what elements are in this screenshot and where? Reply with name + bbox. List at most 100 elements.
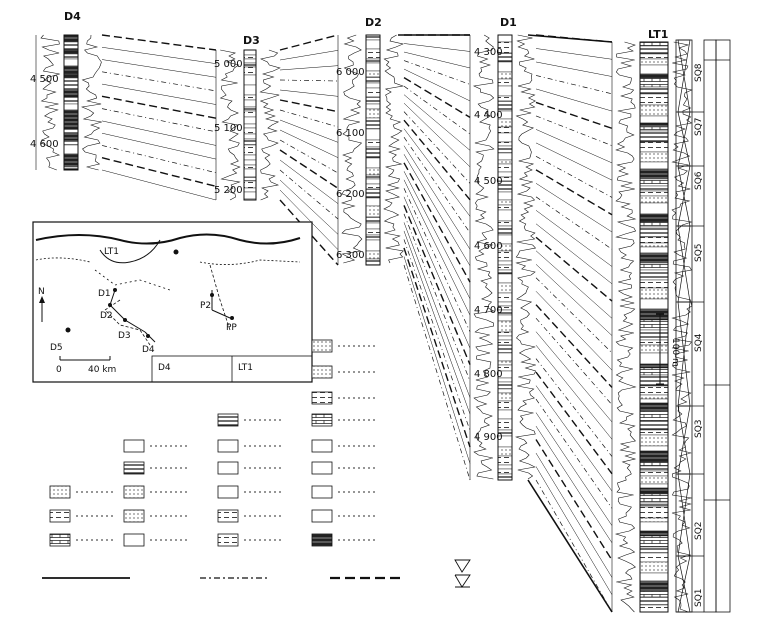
scale-bar-label: 100 m xyxy=(670,338,680,367)
correlation-line xyxy=(535,156,613,198)
correlation-line xyxy=(279,179,339,235)
correlation-line xyxy=(535,398,613,509)
well-column-d4 xyxy=(35,34,102,171)
correlation-line xyxy=(535,385,613,492)
correlation-line xyxy=(279,189,339,250)
map-well-label: PP xyxy=(226,323,237,333)
correlation-line xyxy=(535,466,613,595)
legend-swatch xyxy=(49,485,116,499)
correlation-line xyxy=(535,210,613,267)
map-well-label: D3 xyxy=(118,331,131,341)
correlation-line xyxy=(535,236,613,302)
regressive-triangle xyxy=(677,165,691,197)
log-curve-right xyxy=(259,49,281,201)
correlation-line xyxy=(403,60,471,85)
correlation-line xyxy=(535,129,613,164)
legend-swatch xyxy=(311,413,378,427)
legend-swatch xyxy=(217,509,284,523)
well-label-lt1: LT1 xyxy=(648,28,668,41)
correlation-line xyxy=(535,169,613,216)
line-legend xyxy=(42,559,471,588)
depth-ticks-d1: 4 300 4 400 4 500 4 600 4 700 4 800 4 90… xyxy=(474,47,503,443)
correlation-line xyxy=(403,119,471,201)
sequence-label: SQ4 xyxy=(694,333,704,352)
log-curve-left xyxy=(614,41,637,613)
correlation-line xyxy=(101,59,217,78)
well-column-d1 xyxy=(469,34,537,481)
correlation-line xyxy=(535,88,613,112)
legend-swatch xyxy=(311,509,378,523)
legend-swatch xyxy=(311,533,378,547)
scale-bar-100m: 100 m xyxy=(656,313,680,385)
lithology-legend xyxy=(49,339,378,547)
correlation-line xyxy=(403,256,471,464)
correlation-line xyxy=(535,425,613,544)
transgressive-triangle xyxy=(677,263,691,303)
correlation-line xyxy=(535,344,613,440)
legend-swatch xyxy=(217,533,284,547)
correlation-line xyxy=(101,120,217,146)
well-label-d2: D2 xyxy=(365,16,382,29)
base-boundary-line xyxy=(527,479,613,613)
depth-tick: 4 700 xyxy=(474,305,503,316)
correlation-line xyxy=(535,142,613,181)
correlation-line xyxy=(535,452,613,578)
correlation-line xyxy=(535,412,613,526)
correlation-line xyxy=(535,479,613,613)
depth-tick: 4 500 xyxy=(474,176,503,187)
log-curve-right xyxy=(515,34,537,480)
log-curve-left xyxy=(219,49,241,201)
correlation-line xyxy=(535,223,613,285)
map-well-label: D4 xyxy=(142,345,155,355)
correlation-line xyxy=(535,115,613,146)
legend-swatch xyxy=(49,509,116,523)
correlation-line xyxy=(535,183,613,233)
map-well-label: D5 xyxy=(50,343,63,353)
depth-ticks-d4: 4 500 4 600 xyxy=(30,74,59,150)
correlation-line xyxy=(403,51,471,69)
correlation-line xyxy=(403,213,471,382)
well-columns xyxy=(35,34,693,613)
correlation-line xyxy=(279,119,339,143)
correlation-line xyxy=(279,109,339,128)
depth-ticks-d2: 6 000 6 100 6 200 6 300 xyxy=(336,67,365,261)
correlation-line xyxy=(535,196,613,250)
sequence-label: SQ2 xyxy=(694,521,704,540)
correlation-line xyxy=(535,331,613,423)
regressive-triangle xyxy=(677,473,691,516)
correlation-line xyxy=(535,277,613,354)
correlation-line xyxy=(101,145,217,174)
correlation-line xyxy=(279,169,339,220)
correlation-line xyxy=(403,76,471,119)
map-well-label: P2 xyxy=(200,301,211,311)
correlation-line xyxy=(535,48,613,60)
sequence-labels: SQ8 SQ7 SQ6 SQ5 SQ4 SQ3 SQ2 SQ1 xyxy=(694,63,704,607)
correlation-line xyxy=(403,162,471,283)
regressive-triangle xyxy=(677,301,691,355)
correlation-line xyxy=(403,171,471,299)
sequence-label: SQ6 xyxy=(694,171,704,190)
legend-swatch xyxy=(311,485,378,499)
sequence-label: SQ5 xyxy=(694,243,704,262)
map-legend-well: D4 xyxy=(158,363,171,373)
top-boundary-line xyxy=(527,34,613,43)
legend-swatch xyxy=(123,485,190,499)
depth-tick: 4 800 xyxy=(474,369,503,380)
correlation-line xyxy=(403,188,471,332)
depth-tick: 5 000 xyxy=(214,59,243,70)
depth-tick: 4 300 xyxy=(474,47,503,58)
correlation-line xyxy=(279,129,339,158)
correlation-line xyxy=(403,145,471,250)
correlation-line xyxy=(279,139,339,174)
well-label-d4: D4 xyxy=(64,10,81,23)
correlation-line xyxy=(535,61,613,77)
correlation-line xyxy=(403,247,471,448)
correlation-lines xyxy=(101,34,613,613)
correlation-line xyxy=(403,94,471,151)
legend-swatch xyxy=(217,461,284,475)
correlation-line xyxy=(403,230,471,415)
legend-swatch xyxy=(49,533,116,547)
correlation-line xyxy=(535,291,613,371)
correlation-line xyxy=(535,439,613,561)
